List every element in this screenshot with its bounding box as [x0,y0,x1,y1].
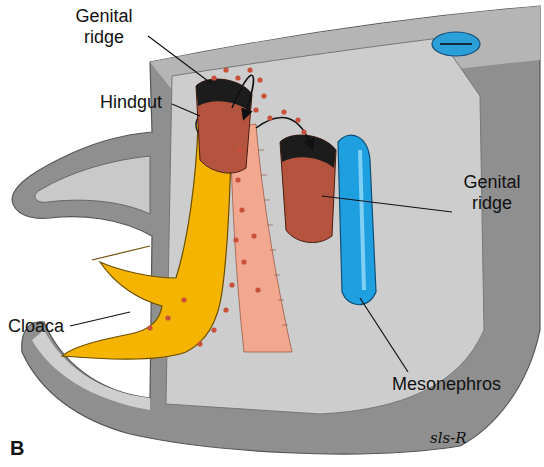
illustration-part [211,327,216,332]
illustration-part [197,341,202,346]
illustration-part [237,147,242,152]
cloaca-opening [92,246,150,260]
mesonephric-duct [360,150,364,290]
illustration-part [233,237,238,242]
illustration-part [223,67,228,72]
illustration-part [278,300,284,301]
illustration-part [360,298,408,372]
leader-lines [70,36,452,372]
structure-label: Genital ridge [452,172,532,214]
illustration-part [247,67,252,72]
structure-label: Cloaca [8,316,78,337]
illustration-part [70,312,130,326]
illustration-part [251,233,256,238]
neural-tube [432,32,480,56]
migration-arrow [256,117,312,148]
illustration-part [257,77,262,82]
genital-ridge-lower [280,135,336,243]
tail-fold [35,156,150,214]
migration-arrow [232,75,253,118]
illustration-part [148,36,212,84]
illustration-part [172,104,200,116]
illustration-part [223,307,228,312]
illustration-part [282,325,288,326]
illustration-part [235,75,240,80]
structure-label: Mesonephros [392,374,532,395]
illustration-part [147,325,152,330]
panel-letter: B [10,438,40,459]
structure-label: Genital ridge [64,6,144,48]
genital-ridge-upper [196,79,252,173]
illustration-part [255,287,260,292]
illustration-part [267,225,273,226]
illustration-part [258,150,264,151]
illustration-part [241,259,246,264]
illustration-part [264,200,270,201]
body-wall [12,6,540,454]
illustration-part [301,129,306,134]
illustration-part [270,250,276,251]
illustration-part [239,207,244,212]
illustration-part [274,275,280,276]
mesonephros [338,135,376,305]
artist-signature: sls-R [430,428,510,449]
illustration-part [267,115,272,120]
germ-cells [147,67,306,346]
illustration-part [322,196,452,212]
illustration-part [281,109,286,114]
illustration-part [261,93,266,98]
illustration-part [253,107,258,112]
illustration-part [295,117,300,122]
neural-canal [440,43,472,45]
illustration-part [211,75,216,80]
illustration-part [181,297,186,302]
illustration-part [261,175,267,176]
structure-label: Hindgut [100,92,180,113]
illustration-part [229,282,234,287]
illustration-part [235,177,240,182]
illustration-part [165,315,170,320]
